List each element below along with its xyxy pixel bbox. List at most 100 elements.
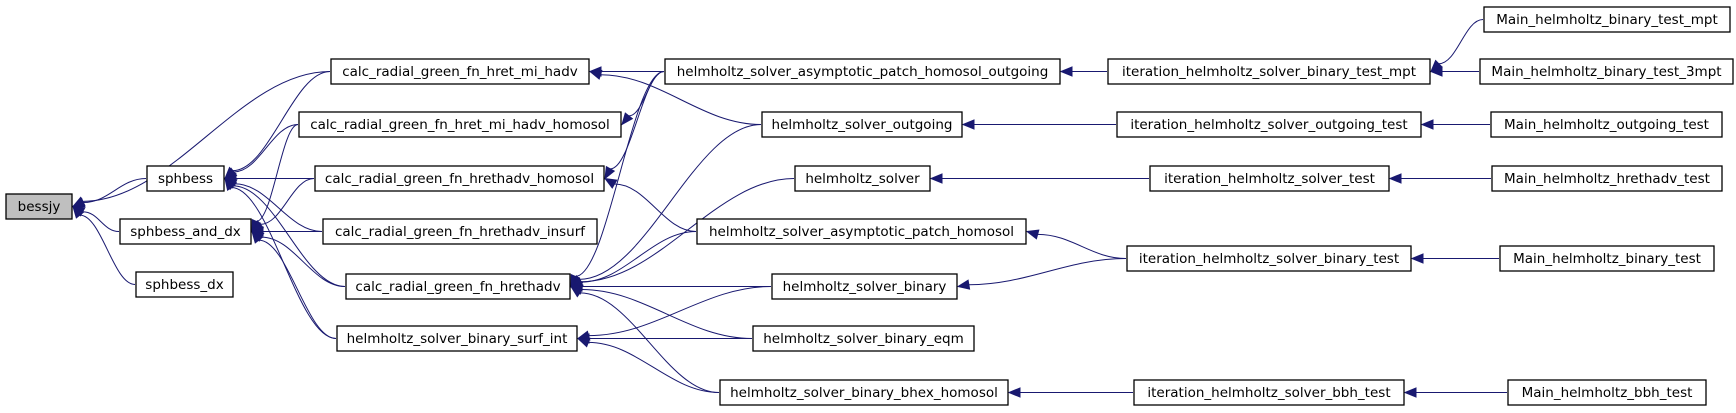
edge-line: [82, 211, 120, 232]
node-label: calc_radial_green_fn_hrethadv_homosol: [325, 171, 594, 187]
edge-line: [580, 178, 795, 283]
node-it-outgoing-test[interactable]: iteration_helmholtz_solver_outgoing_test: [1116, 111, 1422, 138]
edge-main-outgoing-test-to-it-outgoing-test: [1420, 119, 1490, 130]
edge-hs-binary-to-hs-binary-surf-int: [576, 286, 772, 341]
edge-line: [968, 258, 1127, 286]
node-label: calc_radial_green_fn_hrethadv: [355, 279, 560, 295]
call-graph-nodes: bessjy sphbess sphbess_and_dx sphbess_dx cal…: [5, 6, 1734, 406]
edge-sphbess-dx-to-bessjy: [72, 205, 136, 285]
node-box: [771, 273, 958, 300]
call-graph-edges: [71, 19, 1508, 398]
edge-line: [83, 178, 147, 204]
node-box: [119, 218, 252, 245]
node-label: Main_helmholtz_binary_test: [1513, 251, 1701, 267]
edge-hs-outgoing-to-crg-hrethadv: [569, 124, 762, 288]
node-box: [1491, 165, 1723, 192]
edge-line: [579, 124, 762, 280]
node-label: calc_radial_green_fn_hret_mi_hadv_homoso…: [310, 117, 610, 133]
edge-arrowhead: [604, 165, 616, 180]
node-label: helmholtz_solver_binary: [783, 279, 947, 295]
edge-line: [588, 341, 720, 393]
node-label: sphbess_and_dx: [130, 224, 241, 240]
node-box: [1126, 245, 1412, 272]
edge-arrowhead: [1403, 387, 1417, 398]
node-box: [1149, 165, 1390, 192]
node-label: helmholtz_solver_asymptotic_patch_homoso…: [677, 64, 1049, 80]
node-main-bbh-test[interactable]: Main_helmholtz_bbh_test: [1507, 379, 1707, 406]
edge-main-hrethadv-test-to-it-test: [1388, 173, 1491, 184]
node-crg-hret-mi-hadv-homosol[interactable]: calc_radial_green_fn_hret_mi_hadv_homoso…: [298, 111, 622, 138]
edge-hs-asym-patch-homosol-outgoing-to-crg-hrethadv-homosol: [604, 71, 665, 180]
edge-arrowhead: [956, 279, 971, 290]
node-box: [1499, 245, 1715, 272]
node-hs[interactable]: helmholtz_solver: [794, 165, 931, 192]
edge-arrowhead: [72, 205, 85, 219]
node-bessjy[interactable]: bessjy: [5, 193, 73, 220]
edge-hs-asym-patch-homosol-to-crg-hrethadv-homosol: [603, 177, 697, 232]
node-hs-binary-surf-int[interactable]: helmholtz_solver_binary_surf_int: [336, 325, 578, 352]
node-hs-binary-bhex-homosol[interactable]: helmholtz_solver_binary_bhex_homosol: [719, 379, 1009, 406]
node-main-outgoing-test[interactable]: Main_helmholtz_outgoing_test: [1490, 111, 1723, 138]
node-hs-asym-patch-homosol[interactable]: helmholtz_solver_asymptotic_patch_homoso…: [696, 218, 1027, 245]
node-box: [298, 111, 622, 138]
node-label: calc_radial_green_fn_hret_mi_hadv: [342, 64, 578, 80]
node-sphbess-and-dx[interactable]: sphbess_and_dx: [119, 218, 252, 245]
node-box: [336, 325, 578, 352]
edge-arrowhead: [588, 69, 603, 80]
edge-arrowhead: [1025, 229, 1040, 240]
node-box: [1507, 379, 1707, 406]
node-label: iteration_helmholtz_solver_test: [1164, 171, 1375, 187]
edge-hs-binary-eqm-to-crg-hrethadv: [569, 284, 753, 339]
node-sphbess[interactable]: sphbess: [146, 165, 225, 192]
edge-line: [1037, 233, 1127, 259]
edge-arrowhead: [576, 337, 591, 348]
node-hs-binary-eqm[interactable]: helmholtz_solver_binary_eqm: [752, 325, 975, 352]
node-crg-hrethadv-homosol[interactable]: calc_radial_green_fn_hrethadv_homosol: [314, 165, 605, 192]
node-label: Main_helmholtz_binary_test_mpt: [1496, 12, 1718, 28]
node-box: [1133, 379, 1405, 406]
node-box: [345, 273, 571, 300]
node-it-test[interactable]: iteration_helmholtz_solver_test: [1149, 165, 1390, 192]
node-sphbess-dx[interactable]: sphbess_dx: [135, 271, 234, 298]
node-box: [696, 218, 1027, 245]
node-it-bbh-test[interactable]: iteration_helmholtz_solver_bbh_test: [1133, 379, 1405, 406]
node-label: calc_radial_green_fn_hrethadv_insurf: [335, 224, 586, 240]
edge-line: [610, 71, 665, 170]
node-label: helmholtz_solver_binary_surf_int: [347, 331, 568, 347]
node-hs-asym-patch-homosol-outgoing[interactable]: helmholtz_solver_asymptotic_patch_homoso…: [664, 58, 1061, 85]
node-hs-binary[interactable]: helmholtz_solver_binary: [771, 273, 958, 300]
edge-line: [258, 239, 337, 339]
edge-line: [588, 286, 772, 337]
node-box: [146, 165, 225, 192]
edge-arrowhead: [1429, 66, 1443, 77]
edge-line: [232, 71, 331, 172]
node-crg-hrethadv[interactable]: calc_radial_green_fn_hrethadv: [345, 273, 571, 300]
edge-arrowhead: [1410, 253, 1424, 264]
edge-hs-outgoing-to-crg-hret-mi-hadv: [588, 69, 762, 125]
node-label: helmholtz_solver_outgoing: [772, 117, 953, 133]
node-main-hrethadv-test[interactable]: Main_helmholtz_hrethadv_test: [1491, 165, 1723, 192]
node-main-binary-test[interactable]: Main_helmholtz_binary_test: [1499, 245, 1715, 272]
node-crg-hrethadv-insurf[interactable]: calc_radial_green_fn_hrethadv_insurf: [322, 218, 598, 245]
node-hs-outgoing[interactable]: helmholtz_solver_outgoing: [761, 111, 963, 138]
edge-main-binary-test-mpt-to-it-binary-test-mpt: [1430, 19, 1484, 73]
node-it-binary-test-mpt[interactable]: iteration_helmholtz_solver_binary_test_m…: [1107, 58, 1431, 85]
node-main-binary-test-mpt[interactable]: Main_helmholtz_binary_test_mpt: [1483, 6, 1731, 33]
node-box: [752, 325, 975, 352]
node-box: [761, 111, 963, 138]
edge-main-binary-test-to-it-binary-test: [1410, 253, 1499, 264]
node-label: iteration_helmholtz_solver_binary_test: [1139, 251, 1399, 267]
edge-arrowhead: [621, 112, 634, 126]
edge-main-bbh-test-to-it-bbh-test: [1403, 387, 1508, 398]
node-label: bessjy: [18, 199, 61, 215]
edge-crg-hret-mi-hadv-to-bessjy: [71, 71, 331, 208]
edge-it-binary-test-to-hs-asym-patch-homosol: [1025, 229, 1127, 259]
node-crg-hret-mi-hadv[interactable]: calc_radial_green_fn_hret_mi_hadv: [330, 58, 590, 85]
node-box: [1490, 111, 1723, 138]
edge-arrowhead: [961, 119, 975, 130]
edge-line: [233, 185, 346, 287]
node-it-binary-test[interactable]: iteration_helmholtz_solver_binary_test: [1126, 245, 1412, 272]
node-box: [1116, 111, 1422, 138]
node-main-binary-test-3mpt[interactable]: Main_helmholtz_binary_test_3mpt: [1479, 58, 1734, 85]
node-box: [719, 379, 1009, 406]
